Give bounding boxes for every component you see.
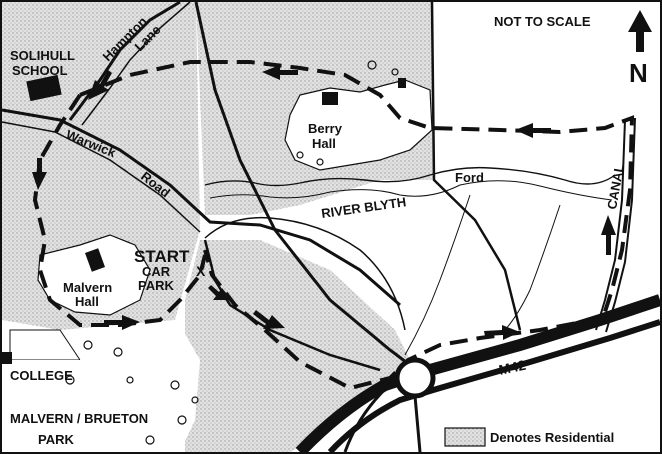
college-building (2, 352, 12, 364)
label-college: COLLEGE (10, 368, 73, 383)
stream-south (404, 194, 471, 356)
tree-symbols (65, 60, 399, 445)
legend: Denotes Residential (444, 427, 614, 447)
hampton-lane (68, 0, 181, 121)
label-ford: Ford (455, 170, 484, 185)
river-blyth (204, 166, 616, 187)
label-park-south: PARK (38, 432, 74, 447)
loop-road (204, 216, 406, 331)
arrow-southwest-road (208, 285, 232, 300)
legend-residential-swatch (444, 427, 486, 447)
berry-hall-building (322, 92, 338, 105)
route-arrows (32, 65, 616, 340)
arrow-up-canal (601, 215, 616, 255)
roads (1, 0, 522, 372)
arrow-east-malvern (104, 315, 140, 330)
hampton-lane-edge (81, 1, 191, 126)
not-to-scale-note: NOT TO SCALE (494, 14, 591, 29)
main-north-road (194, 1, 411, 367)
river-blyth-bank (209, 180, 613, 201)
legend-residential-text: Denotes Residential (490, 430, 614, 445)
arrow-down-west (32, 158, 47, 190)
label-berry-hall: Hall (312, 136, 336, 151)
north-arrow-icon (628, 10, 652, 52)
brueton-park-area (2, 325, 200, 452)
local-road-east (430, 1, 522, 331)
malvern-hall-building (85, 248, 105, 272)
arrow-west-right (515, 123, 551, 138)
label-malvern-hall: Hall (75, 294, 99, 309)
label-car: CAR (142, 264, 171, 279)
m42-motorway (295, 294, 662, 454)
arrow-west-top (262, 65, 298, 80)
label-school: SCHOOL (12, 63, 68, 78)
start-marker: X (196, 263, 206, 279)
malvern-hall-grounds (37, 234, 151, 316)
arrow-hampton (88, 70, 112, 100)
solihull-school-building (26, 74, 62, 102)
arrow-se-south (253, 310, 285, 329)
north-label: N (629, 58, 648, 88)
label-malvern: Malvern (63, 280, 112, 295)
warwick-road (1, 108, 401, 307)
walking-route (32, 60, 635, 391)
warwick-road-edge (1, 121, 201, 233)
buildings (2, 74, 406, 364)
label-solihull: SOLIHULL (10, 48, 75, 63)
label-start: START (134, 247, 190, 266)
label-malvern-brueton: MALVERN / BRUETON (10, 411, 148, 426)
label-berry: Berry (308, 121, 343, 136)
label-park: PARK (138, 278, 174, 293)
stream-southeast (504, 204, 561, 331)
berry-hall-outbuilding (398, 78, 406, 88)
label-m42: M42 (497, 357, 527, 378)
arrow-east-m42 (484, 325, 520, 340)
